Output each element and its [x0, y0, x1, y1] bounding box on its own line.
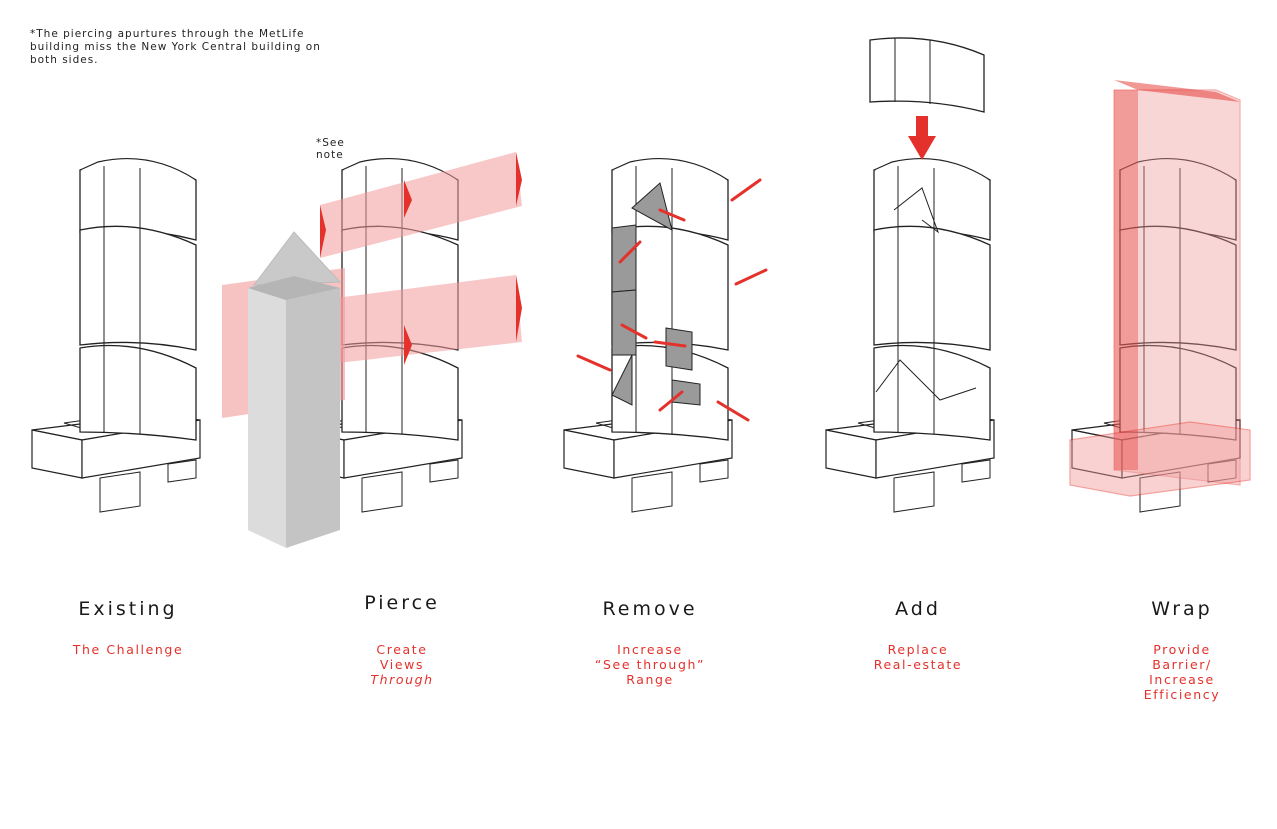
- step-line: Range: [626, 672, 674, 687]
- step-line: Provide: [1153, 642, 1211, 657]
- wrap-envelope: [1069, 80, 1251, 497]
- step-title: Pierce: [364, 592, 440, 614]
- step-subtitle: Increase “See through” Range: [550, 642, 750, 687]
- step-add: Add Replace Real-estate: [818, 598, 1018, 672]
- added-block: [869, 37, 985, 113]
- building-existing: [31, 157, 201, 513]
- step-remove: Remove Increase “See through” Range: [550, 598, 750, 687]
- step-line: “See through”: [594, 657, 706, 672]
- step-line: Increase: [1149, 672, 1215, 687]
- step-subtitle: The Challenge: [28, 642, 228, 657]
- step-title: Remove: [602, 598, 698, 620]
- building-remove: [563, 157, 768, 513]
- step-line: Efficiency: [1143, 687, 1221, 702]
- step-subtitle: Provide Barrier/ Increase Efficiency: [1082, 642, 1277, 702]
- step-existing: Existing The Challenge: [28, 598, 228, 657]
- step-line: Barrier/: [1152, 657, 1212, 672]
- step-line: The Challenge: [72, 642, 184, 657]
- down-arrow-icon: [908, 116, 936, 160]
- step-title: Add: [895, 598, 941, 620]
- piercing-note: *The piercing apurtures through the MetL…: [30, 28, 321, 66]
- building-wrap: [1069, 80, 1251, 513]
- step-line: Replace: [887, 642, 949, 657]
- step-wrap: Wrap Provide Barrier/ Increase Efficienc…: [1082, 598, 1277, 702]
- step-line: Increase: [617, 642, 683, 657]
- step-subtitle: Replace Real-estate: [818, 642, 1018, 672]
- step-subtitle: Create Views Through: [302, 642, 502, 687]
- step-title: Existing: [78, 598, 178, 620]
- obelisk: [248, 231, 342, 548]
- building-add: [825, 37, 995, 513]
- step-pierce: Pierce Create Views Through: [302, 592, 502, 687]
- see-note-label: *See note: [316, 137, 345, 161]
- building-pierce: [222, 152, 522, 548]
- removal-markers: [576, 178, 768, 422]
- step-title: Wrap: [1151, 598, 1213, 620]
- step-line: Create: [376, 642, 428, 657]
- step-line: Through: [370, 672, 434, 687]
- step-line: Real-estate: [873, 657, 963, 672]
- step-line: Views: [379, 657, 425, 672]
